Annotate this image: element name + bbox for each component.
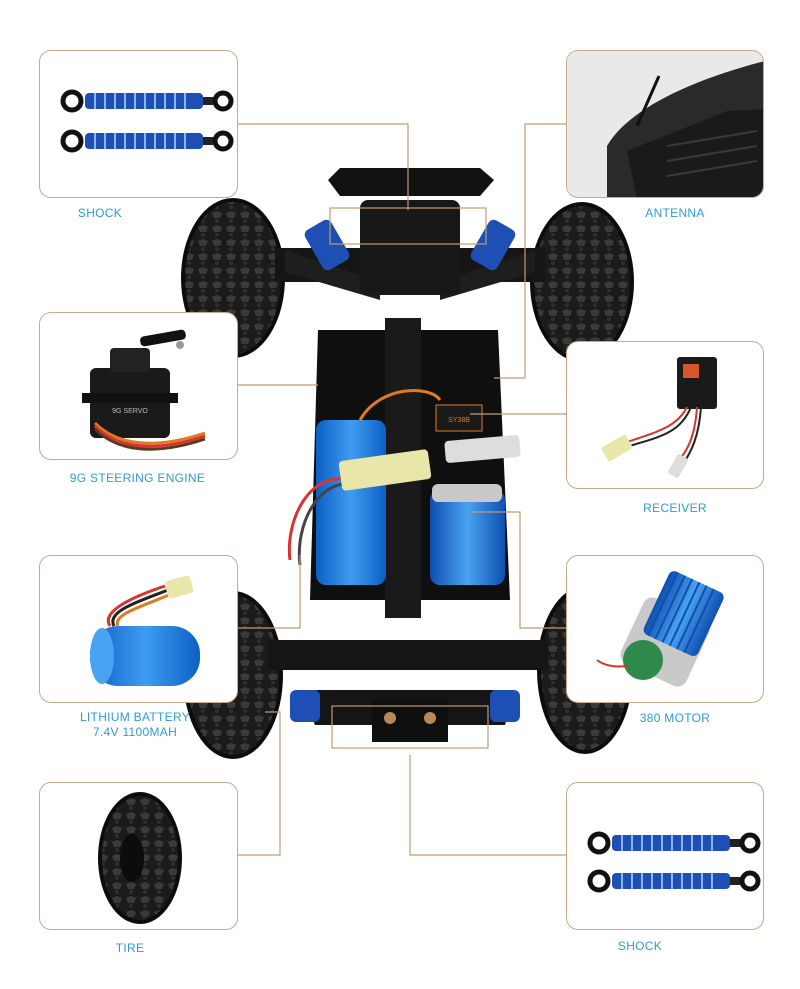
label-receiver: RECEIVER	[643, 501, 707, 515]
panel-tire	[39, 782, 238, 930]
front-right-wheel	[530, 202, 634, 362]
motor-icon	[596, 571, 724, 687]
antenna-icon	[567, 51, 763, 197]
receiver-icon	[601, 357, 717, 478]
label-antenna: ANTENNA	[645, 206, 705, 220]
label-battery-line1: LITHIUM BATTERY	[79, 710, 191, 724]
label-battery-line2: 7.4V 1100MAH	[92, 725, 178, 739]
shock-absorber-icon	[60, 89, 234, 153]
label-shock-top: SHOCK	[77, 206, 123, 220]
panel-shock-bottom	[566, 782, 764, 930]
label-shock-bottom: SHOCK	[617, 939, 663, 953]
servo-id-text: 9G SERVO	[112, 408, 148, 415]
label-battery: LITHIUM BATTERY 7.4V 1100MAH	[60, 710, 210, 740]
panel-battery	[39, 555, 238, 703]
panel-shock-top	[39, 50, 238, 198]
panel-antenna	[566, 50, 764, 198]
shock-absorber-icon-2	[587, 831, 761, 893]
tire-icon	[98, 792, 182, 924]
rear-shock-right	[490, 690, 520, 722]
label-motor: 380 MOTOR	[639, 711, 711, 725]
front-shock-left	[304, 219, 350, 271]
rear-shock-left	[290, 690, 320, 722]
battery-icon	[90, 575, 200, 686]
module-id-text: SY38B	[448, 417, 470, 424]
panel-motor	[566, 555, 764, 703]
servo-icon: 9G SERVO	[82, 329, 206, 451]
motor	[430, 484, 505, 585]
panel-receiver	[566, 341, 764, 489]
battery-pack	[316, 420, 386, 585]
panel-steering-engine: 9G SERVO	[39, 312, 238, 460]
label-steering-engine: 9G STEERING ENGINE	[69, 471, 206, 485]
label-tire: TIRE	[115, 941, 145, 955]
